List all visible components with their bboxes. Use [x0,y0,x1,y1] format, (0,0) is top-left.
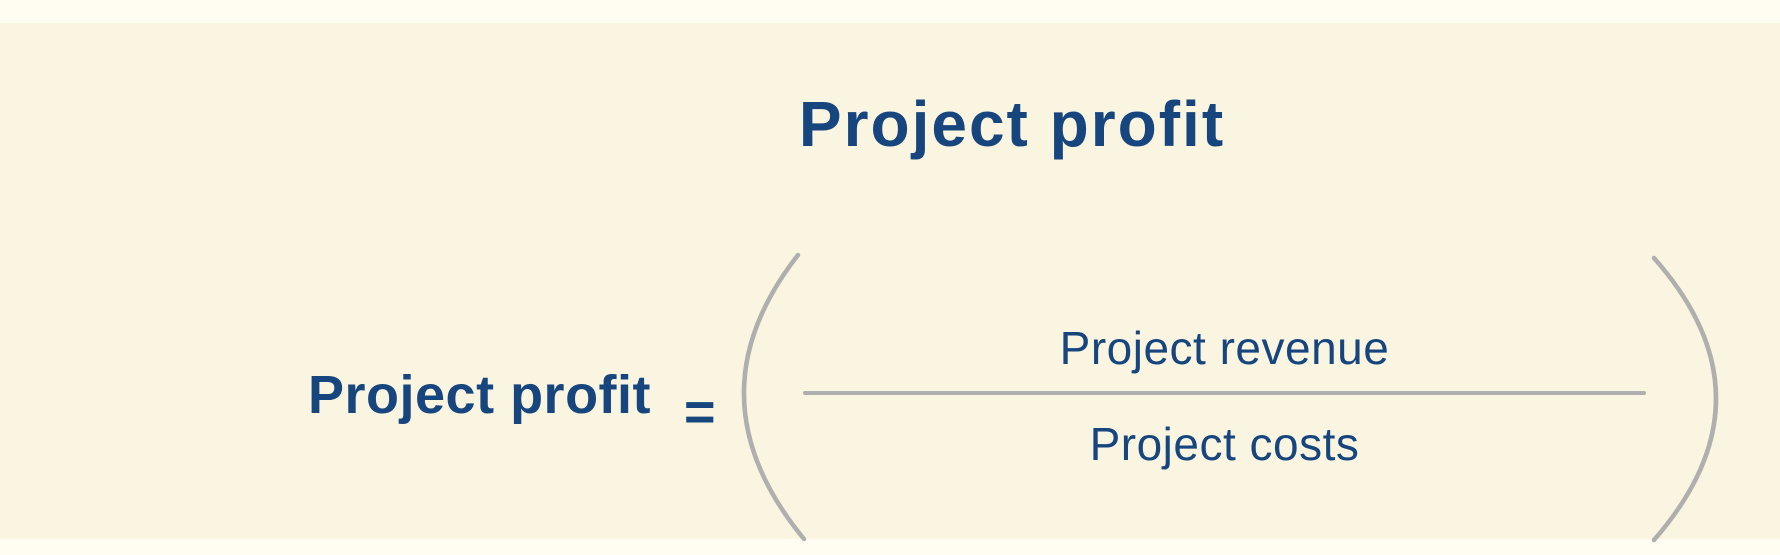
page-title: Project profit [798,88,1226,160]
fraction-bar [803,391,1646,395]
equals-sign: = [684,382,716,442]
fraction-numerator: Project revenue [1059,322,1390,374]
fraction: Project revenue Project costs [803,325,1646,467]
formula-lhs-label: Project profit [308,365,652,425]
background-panel [0,23,1780,539]
fraction-denominator: Project costs [1089,418,1360,470]
